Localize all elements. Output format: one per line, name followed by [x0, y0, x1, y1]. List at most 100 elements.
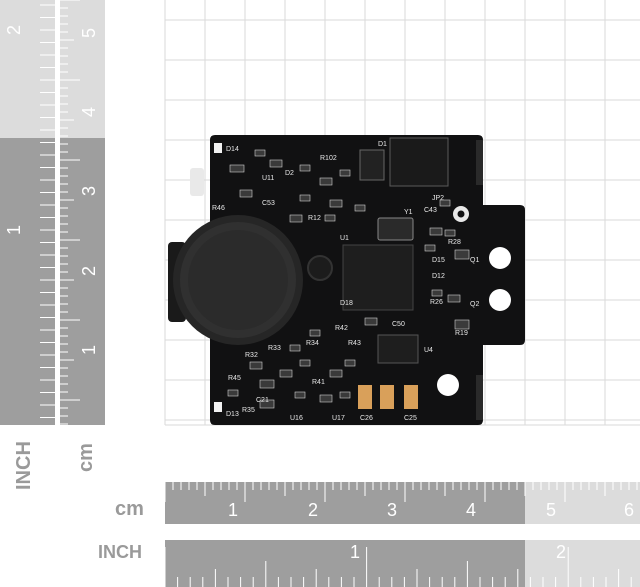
- label-u16: U16: [290, 415, 303, 422]
- label-c50: C50: [392, 321, 405, 328]
- smd-component: [329, 199, 343, 208]
- label-r33: R33: [268, 345, 281, 352]
- main-chip: [342, 244, 414, 311]
- bottom-cm-number-6: 6: [624, 500, 634, 520]
- label-d1: D1: [378, 141, 387, 148]
- dc-jack: [389, 137, 449, 187]
- bottom-inch-unit-label: INCH: [98, 542, 142, 562]
- bottom-cm-numbers: 1 2 3 4 5 6: [228, 500, 634, 520]
- bottom-cm-number-2: 2: [308, 500, 318, 520]
- smd-component: [439, 199, 451, 207]
- smd-component: [227, 389, 239, 397]
- bottom-inch-number-2: 2: [556, 542, 566, 562]
- tactile-button: [190, 168, 204, 196]
- label-y1: Y1: [404, 209, 413, 216]
- left-cm-ruler: 5 4 3 2 1: [60, 0, 105, 425]
- bottom-inch-number-1: 1: [350, 542, 360, 562]
- regulator: [359, 149, 385, 181]
- smd-component: [309, 329, 321, 337]
- smd-component: [269, 159, 283, 168]
- smd-component: [319, 394, 333, 403]
- smd-component: [339, 169, 351, 177]
- label-d12: D12: [432, 273, 445, 280]
- chip-u4: [377, 334, 419, 364]
- bottom-cm-number-5: 5: [546, 500, 556, 520]
- smd-component: [354, 204, 366, 212]
- left-cm-unit-label: cm: [75, 443, 97, 472]
- mounting-hole-middle: [489, 289, 511, 311]
- label-u17: U17: [332, 415, 345, 422]
- bottom-cm-unit-label: cm: [115, 498, 144, 520]
- smd-component: [229, 164, 245, 173]
- label-d14: D14: [226, 146, 239, 153]
- smd-component: [324, 214, 336, 222]
- label-u1: U1: [340, 235, 349, 242]
- label-r12: R12: [308, 215, 321, 222]
- label-r41: R41: [312, 379, 325, 386]
- smd-component: [294, 391, 306, 399]
- left-cm-number-5: 5: [79, 28, 99, 38]
- label-c26: C26: [360, 415, 373, 422]
- label-r26: R26: [430, 299, 443, 306]
- left-inch-ruler: 2 1: [0, 0, 55, 425]
- smd-component: [249, 361, 263, 370]
- round-sensor: [307, 255, 333, 281]
- led-d14: [214, 143, 222, 153]
- label-r28: R28: [448, 239, 461, 246]
- led-d13: [214, 402, 222, 412]
- label-r46: R46: [212, 205, 225, 212]
- left-cm-number-4: 4: [79, 107, 99, 117]
- label-r43: R43: [348, 340, 361, 347]
- label-jp2: JP2: [432, 195, 444, 202]
- bottom-inch-ruler: [164, 540, 640, 587]
- smd-components: [227, 149, 470, 409]
- label-q1: Q1: [470, 257, 479, 264]
- label-c21: C21: [256, 397, 269, 404]
- left-cm-number-1: 1: [79, 345, 99, 355]
- label-d15: D15: [432, 257, 445, 264]
- label-d2: D2: [285, 170, 294, 177]
- smd-component: [339, 391, 351, 399]
- smd-component: [424, 244, 436, 252]
- label-u11: U11: [262, 175, 274, 182]
- smd-component: [259, 399, 275, 409]
- smd-component: [299, 194, 311, 202]
- smd-component: [429, 227, 443, 236]
- smd-component: [299, 359, 311, 367]
- smd-component: [454, 249, 470, 260]
- label-r34: R34: [306, 340, 319, 347]
- smd-component: [454, 319, 470, 330]
- label-q2: Q2: [470, 301, 479, 308]
- smd-component: [254, 149, 266, 157]
- crystal-y1: [377, 217, 414, 241]
- smd-component: [431, 289, 443, 297]
- smd-component: [444, 229, 456, 237]
- label-r45: R45: [228, 375, 241, 382]
- buzzer: [168, 215, 303, 345]
- silkscreen-labels: D14 D1 U11 R102 D2 R46 C53 R12 Y1 JP2 C4…: [212, 141, 479, 422]
- smd-component: [447, 294, 461, 303]
- left-cm-number-3: 3: [79, 186, 99, 196]
- label-c43: C43: [424, 207, 437, 214]
- left-inch-unit-label: INCH: [13, 441, 35, 490]
- label-d18: D18: [340, 300, 353, 307]
- label-c53: C53: [262, 200, 275, 207]
- smd-component: [299, 164, 311, 172]
- label-r102: R102: [320, 155, 337, 162]
- left-inch-number-2: 2: [4, 25, 24, 35]
- left-inch-number-1: 1: [4, 225, 24, 235]
- smd-component: [259, 379, 275, 389]
- smd-component: [344, 359, 356, 367]
- left-cm-number-2: 2: [79, 266, 99, 276]
- mounting-hole-top: [489, 247, 511, 269]
- capacitors: [358, 385, 418, 409]
- smd-component: [289, 344, 301, 352]
- label-r32: R32: [245, 352, 258, 359]
- smd-component: [364, 317, 378, 326]
- smd-component: [329, 369, 343, 378]
- open-source-logo: [453, 206, 469, 222]
- smd-component: [279, 369, 293, 378]
- label-u4: U4: [424, 347, 433, 354]
- label-d13: D13: [226, 411, 239, 418]
